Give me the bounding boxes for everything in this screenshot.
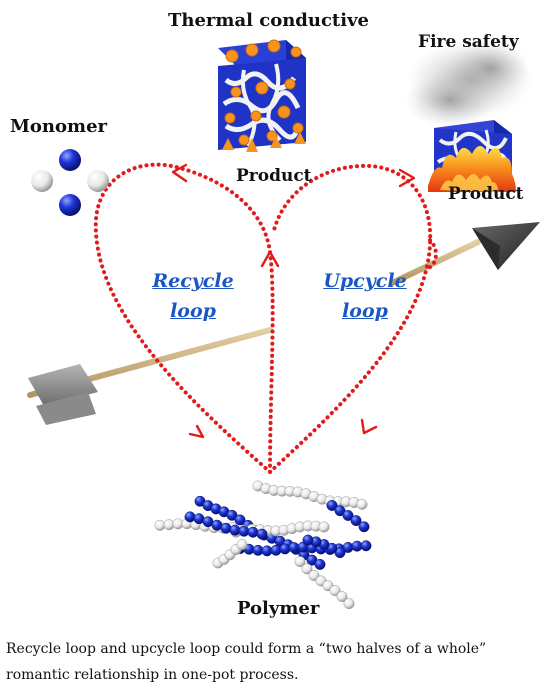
fire-safety-label: Fire safety: [418, 32, 519, 52]
recycle-loop-line2: loop: [170, 300, 216, 322]
arrowhead-lower-left: [188, 424, 205, 439]
polymer-bead: [326, 500, 338, 511]
upcycle-loop-hook: [426, 238, 438, 270]
polymer-bead: [234, 514, 246, 526]
polymer-bead: [336, 591, 348, 603]
caption-line-1: Recycle loop and upcycle loop could form…: [6, 641, 487, 657]
recycle-loop-label: Recycle loop: [138, 266, 248, 326]
polymer-bead: [220, 522, 232, 534]
polymer-bead: [318, 521, 330, 533]
thermal-conductive-product-cube: [218, 39, 306, 152]
thermal-conductive-label: Thermal conductive: [168, 10, 369, 31]
recycle-loop-line1: Recycle: [152, 270, 234, 292]
polymer-bead: [302, 534, 314, 546]
product-label-left: Product: [236, 166, 312, 186]
polymer-chains: [154, 480, 372, 610]
polymer-bead: [314, 558, 326, 570]
upcycle-loop-line1: Upcycle: [323, 270, 407, 292]
polymer-bead: [360, 540, 372, 552]
polymer-bead: [350, 515, 362, 527]
arrowhead-top-left: [171, 163, 188, 183]
polymer-bead: [238, 525, 250, 537]
polymer-bead: [329, 585, 341, 597]
fire-safety-product-cube: [405, 40, 532, 192]
monomer-label: Monomer: [10, 116, 108, 137]
polymer-bead: [342, 510, 354, 521]
caption-line-2: romantic relationship in one-pot process…: [6, 667, 299, 683]
arrowhead-top-right: [398, 168, 416, 188]
recycle-loop-path: [93, 162, 275, 474]
polymer-bead: [301, 563, 313, 575]
polymer-bead: [229, 524, 241, 536]
heart-loops: [93, 162, 438, 474]
figure-caption: Recycle loop and upcycle loop could form…: [6, 636, 546, 688]
polymer-bead: [184, 511, 196, 523]
polymer-label: Polymer: [237, 598, 320, 619]
polymer-bead: [256, 528, 268, 540]
arrowhead-center: [260, 250, 280, 268]
polymer-bead: [334, 505, 346, 517]
polymer-bead: [279, 543, 291, 555]
upcycle-loop-label: Upcycle loop: [310, 266, 420, 326]
polymer-bead: [343, 598, 355, 610]
polymer-bead: [236, 539, 248, 551]
polymer-bead: [270, 544, 282, 556]
polymer-bead: [247, 526, 259, 538]
polymer-bead: [294, 556, 306, 568]
polymer-bead: [358, 521, 370, 533]
arrowhead-lower-right: [360, 418, 378, 435]
product-label-right: Product: [448, 184, 524, 204]
arrow-left-feathers: [27, 327, 273, 425]
monomer-spheres: [31, 149, 109, 216]
upcycle-loop-line2: loop: [342, 300, 388, 322]
polymer-bead: [356, 498, 368, 510]
loop-arrowheads: [171, 163, 416, 439]
upcycle-loop-path: [268, 163, 433, 474]
